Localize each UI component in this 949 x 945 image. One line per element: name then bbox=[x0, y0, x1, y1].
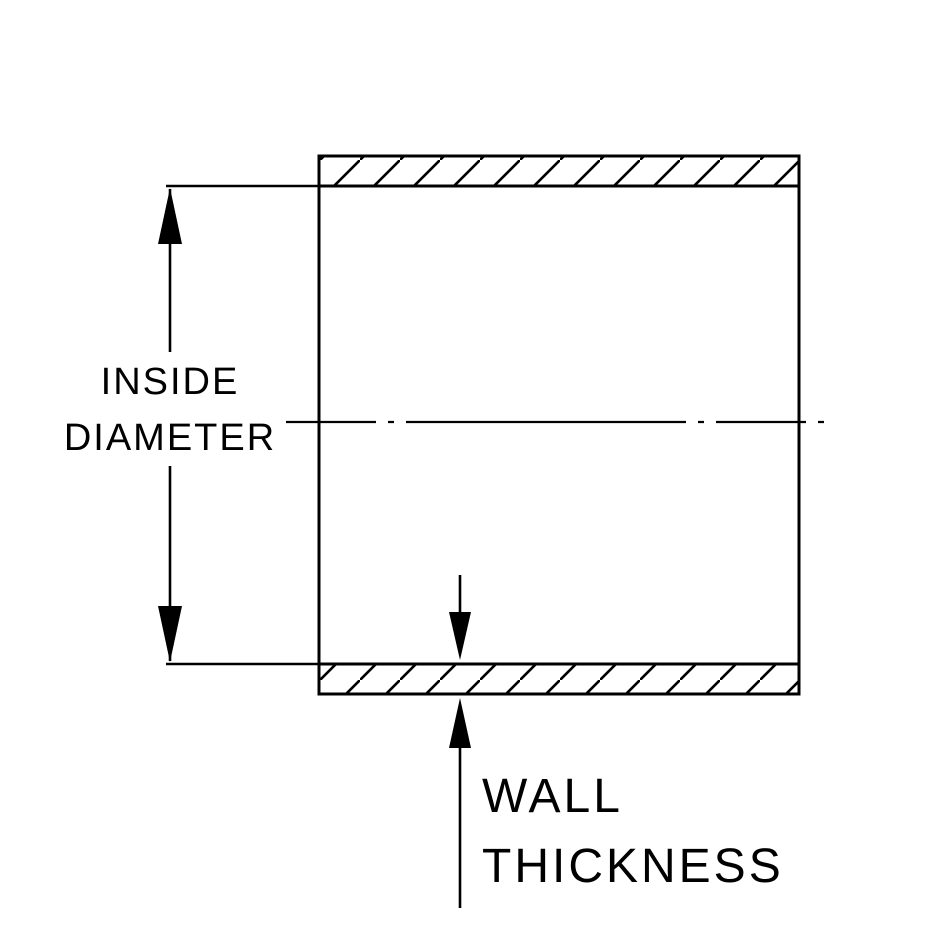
dimension-arrow-down-icon bbox=[158, 606, 182, 662]
inside-diameter-label-line2: DIAMETER bbox=[64, 417, 276, 459]
wall-thickness-label-line1: WALL bbox=[482, 770, 623, 823]
wall-thickness-arrow-up-icon bbox=[449, 698, 471, 748]
bottom-wall-hatch bbox=[319, 664, 799, 694]
tube-outline bbox=[317, 154, 801, 696]
inside-diameter-label-line1: INSIDE bbox=[101, 361, 240, 403]
dimension-arrow-up-icon bbox=[158, 188, 182, 244]
wall-thickness-arrow-down-icon bbox=[449, 612, 471, 660]
wall-thickness-label-line2: THICKNESS bbox=[482, 840, 784, 893]
top-wall-hatch bbox=[319, 156, 799, 186]
